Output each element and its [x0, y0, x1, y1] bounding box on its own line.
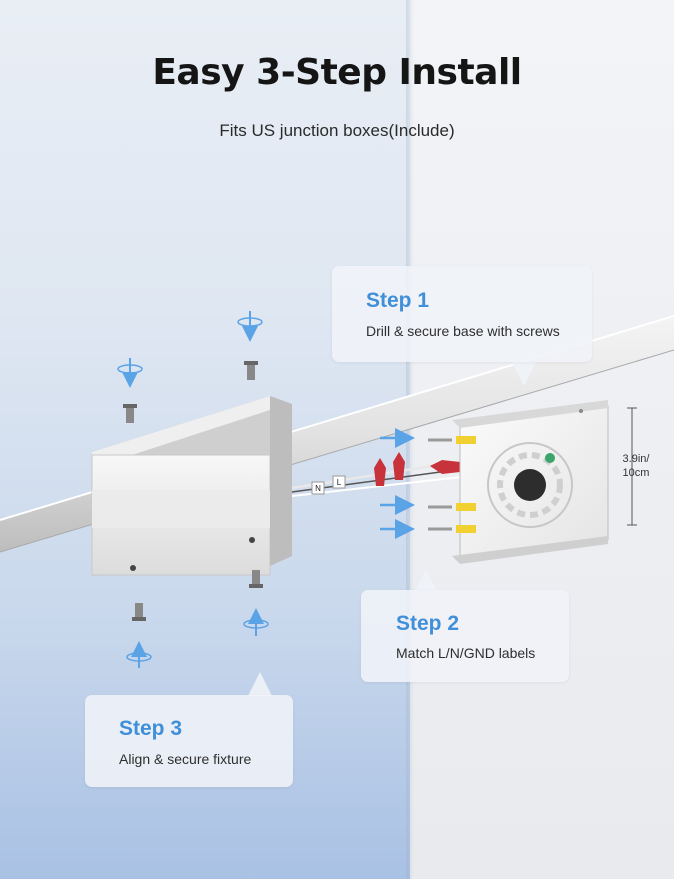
svg-text:L: L: [337, 478, 342, 487]
step2-title: Step 2: [396, 612, 460, 635]
mounting-plate: [452, 400, 609, 564]
rotate-icon-top-left: [117, 358, 143, 423]
rotate-icon-top-right: [237, 311, 263, 380]
step2-pointer: [415, 570, 437, 590]
svg-text:N: N: [315, 484, 321, 493]
step3-title: Step 3: [119, 717, 183, 740]
wire-nut-left: [374, 458, 386, 486]
step3-callout: Step 3 Align & secure fixture: [85, 695, 293, 787]
junction-box: [91, 396, 292, 576]
step1-description: Drill & secure base with screws: [366, 323, 560, 339]
screw-anchor-3: [428, 525, 476, 533]
step2-description: Match L/N/GND labels: [396, 645, 536, 661]
direction-arrows: [380, 428, 415, 539]
step1-pointer: [512, 362, 536, 386]
wire-nut-plate: [430, 460, 460, 474]
page-subtitle: Fits US junction boxes(Include): [219, 121, 455, 140]
neutral-wire-tag: [311, 481, 325, 495]
rotate-icon-bottom-right: [243, 570, 269, 636]
live-wire-tag: [332, 475, 346, 489]
screw-anchor-2: [428, 503, 476, 511]
box-screws: [117, 311, 269, 668]
step2-callout: Step 2 Match L/N/GND labels: [361, 590, 569, 682]
page-title: Easy 3-Step Install: [152, 52, 522, 93]
plate-screws: [428, 436, 476, 533]
dimension-line2: 10cm: [622, 467, 650, 479]
dimension-marker: [627, 407, 637, 526]
rotate-icon-bottom-left: [126, 603, 152, 668]
wire-nut-right: [393, 452, 405, 480]
step3-description: Align & secure fixture: [119, 751, 252, 767]
screw-anchor-1: [428, 436, 476, 444]
wires: N L: [291, 452, 471, 497]
step1-title: Step 1: [366, 289, 430, 312]
dimension-line1: 3.9in/: [622, 453, 650, 465]
step1-callout: Step 1 Drill & secure base with screws: [332, 266, 592, 362]
dimension-label: 3.9in/ 10cm: [612, 452, 660, 480]
step3-pointer: [248, 672, 272, 696]
